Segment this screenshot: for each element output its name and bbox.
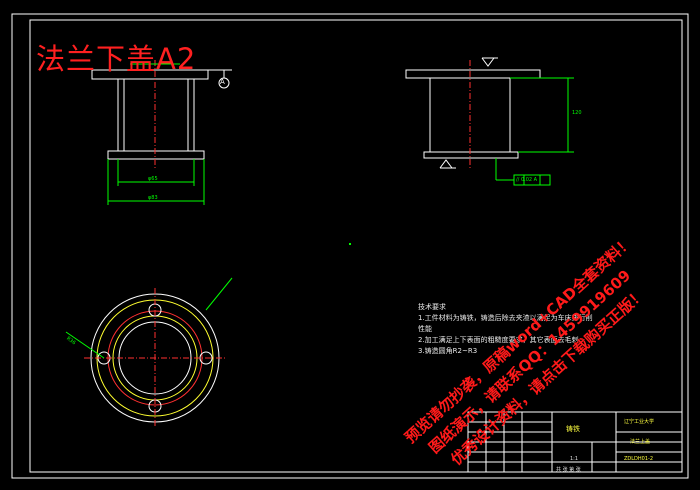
- tb-part-name: 铸铁: [566, 425, 580, 433]
- title-block: [467, 411, 683, 473]
- tb-code: ZDLDH01-2: [624, 456, 654, 462]
- roughness-symbol-top: [481, 57, 495, 67]
- tech-note-line: 3.铸造圆角R2~R3: [418, 347, 478, 355]
- tolerance-frame: [513, 174, 551, 186]
- front-view: [91, 60, 232, 205]
- tolerance-label: // 0.02 A: [516, 177, 538, 183]
- side-view: [405, 57, 574, 186]
- tb-sheet: 共 张 第 张: [556, 467, 581, 473]
- outer-border: [11, 13, 689, 479]
- inner-border: [29, 19, 683, 473]
- leader-left: [65, 331, 105, 359]
- drawing-title: 法兰下盖A2: [36, 42, 197, 76]
- datum-symbol: [218, 77, 230, 89]
- side-top-flange: [405, 69, 541, 79]
- side-base-flange: [423, 151, 519, 159]
- leader-right: [205, 277, 233, 311]
- roughness-symbol-bottom: [439, 159, 453, 169]
- dim-label-base-width: φ83: [148, 195, 158, 201]
- technical-requirements: 技术要求 1.工件材料为铸铁，铸造后除去夹渣以满足为车床排行削 性能 2.加工满…: [418, 302, 593, 357]
- dim-label-height: 120: [572, 110, 582, 116]
- tech-notes-heading: 技术要求: [418, 303, 446, 311]
- tb-drawing-name: 法兰上盖: [630, 439, 651, 445]
- front-body: [117, 78, 195, 152]
- tb-scale: 1:1: [570, 456, 579, 462]
- tech-note-line: 2.加工满足上下表面的粗糙度要求，其它表面去毛刺: [418, 336, 579, 344]
- top-view: [65, 277, 233, 428]
- tb-school: 辽宁工业大学: [624, 419, 655, 425]
- tech-note-line: 性能: [418, 325, 432, 333]
- tech-note-line: 1.工件材料为铸铁，铸造后除去夹渣以满足为车床排行削: [418, 314, 593, 322]
- front-base-flange: [107, 150, 205, 160]
- datum-label: A: [220, 78, 225, 86]
- dim-label-top-width: φ65: [148, 176, 158, 182]
